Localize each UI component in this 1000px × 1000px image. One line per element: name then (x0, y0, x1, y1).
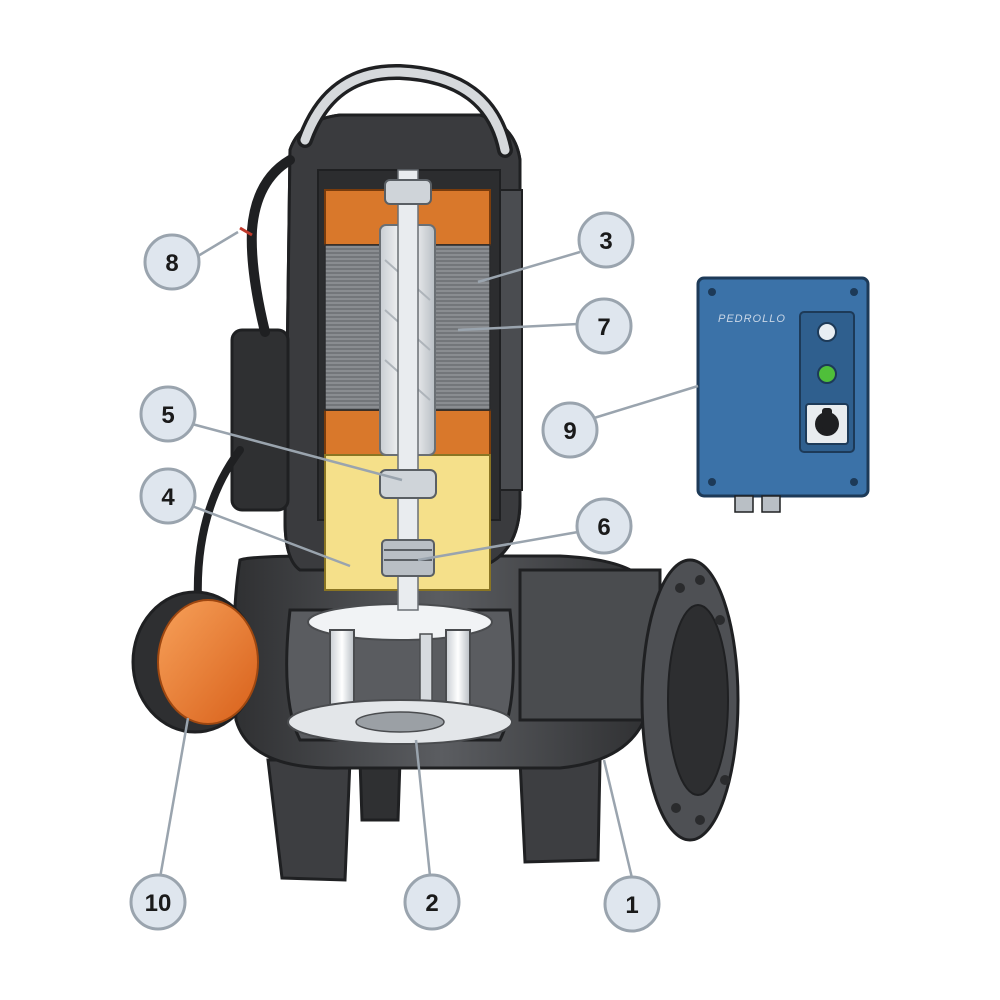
indicator-light-green (817, 364, 837, 384)
callout-label-7: 7 (597, 314, 610, 341)
leader-line-9 (593, 384, 699, 420)
callout-3: 3 (577, 211, 635, 269)
impeller-eye (355, 711, 445, 733)
leader-line-7 (457, 322, 579, 332)
callout-label-9: 9 (563, 418, 576, 445)
indicator-light-white (817, 322, 837, 342)
pump-foot-left (266, 758, 352, 882)
leader-line-2 (414, 739, 432, 877)
pump-casing (232, 554, 740, 882)
callout-6: 6 (575, 497, 633, 555)
control-box: PEDROLLO (696, 276, 870, 513)
leader-line-3 (477, 250, 581, 284)
power-cable (246, 155, 295, 337)
stator-core-right (434, 244, 491, 411)
discharge-pipe (518, 568, 662, 722)
leader-line-1 (602, 759, 634, 879)
float-switch (131, 590, 259, 734)
callout-label-4: 4 (161, 484, 175, 511)
callout-1: 1 (603, 875, 661, 933)
leader-lines (158, 230, 699, 879)
float-cable (193, 446, 244, 604)
leader-line-5 (191, 422, 403, 482)
cable-gland (230, 328, 290, 512)
control-box-brand: PEDROLLO (718, 313, 786, 325)
callout-label-10: 10 (145, 890, 172, 917)
motor-shaft (397, 169, 419, 611)
leader-line-4 (191, 504, 351, 568)
cable-gland-box-left (734, 495, 754, 513)
float-switch-cap (157, 599, 259, 725)
motor-housing (283, 63, 523, 611)
callout-10: 10 (129, 873, 187, 931)
cable-gland-box-right (761, 495, 781, 513)
leader-line-6 (417, 530, 579, 562)
callout-2: 2 (403, 873, 461, 931)
pump-foot-right (518, 758, 602, 864)
callout-label-8: 8 (165, 250, 178, 277)
callout-label-1: 1 (625, 892, 638, 919)
impeller-vane-right (445, 629, 471, 717)
leader-line-10 (158, 717, 190, 879)
leader-line-8 (197, 230, 239, 258)
lower-bearing (379, 469, 437, 499)
stator-core-left (324, 244, 381, 411)
callout-4: 4 (139, 467, 197, 525)
callout-9: 9 (541, 401, 599, 459)
callout-label-6: 6 (597, 514, 610, 541)
motor-fin-strip (499, 189, 523, 491)
discharge-flange-inner (667, 604, 729, 796)
cable-wire (239, 226, 253, 237)
callout-8: 8 (143, 233, 201, 291)
upper-bearing (384, 179, 432, 205)
callout-7: 7 (575, 297, 633, 355)
callout-label-5: 5 (161, 402, 174, 429)
callout-5: 5 (139, 385, 197, 443)
callout-label-2: 2 (425, 890, 438, 917)
callouts: 1 2 3 4 5 6 7 8 (129, 211, 661, 933)
callout-label-3: 3 (599, 228, 612, 255)
power-cable-assembly (193, 155, 295, 604)
